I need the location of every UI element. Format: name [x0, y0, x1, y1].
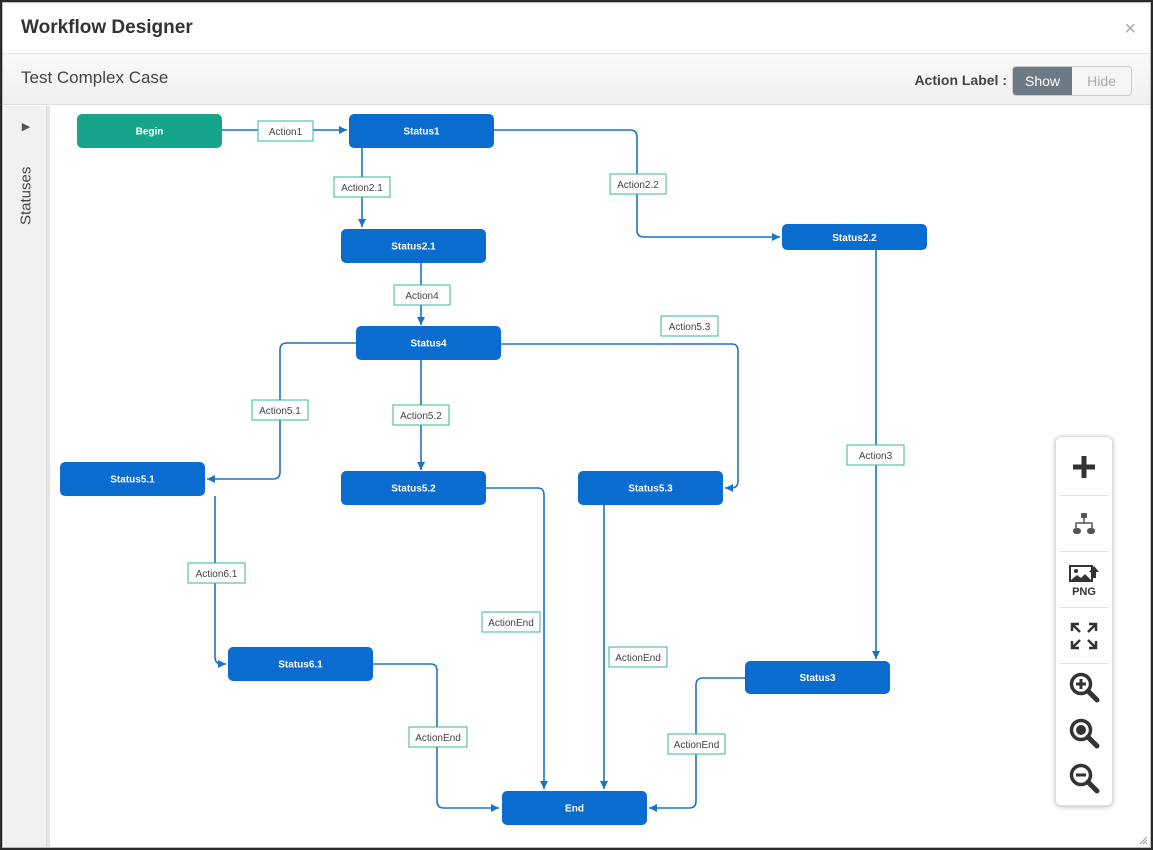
actionend-status3-text: ActionEnd: [674, 740, 720, 751]
node-status6-1[interactable]: Status6.1: [228, 647, 373, 681]
add-status-button[interactable]: [1056, 439, 1112, 495]
auto-layout-button[interactable]: [1056, 496, 1112, 552]
action-label-action2-2[interactable]: Action2.2: [609, 173, 667, 195]
action-label-actionend-status6-1[interactable]: ActionEnd: [408, 726, 468, 748]
action1-text: Action1: [269, 127, 303, 138]
zoom-reset-button[interactable]: [1056, 710, 1112, 756]
add-icon: [1073, 456, 1095, 478]
action-label-action5-3[interactable]: Action5.3: [660, 315, 719, 337]
node-status5-1-label: Status5.1: [110, 475, 155, 486]
action5-1-text: Action5.1: [259, 406, 301, 417]
workflow-canvas[interactable]: Begin Status1 Status2.1 Status2.2 Status…: [3, 3, 1151, 848]
action6-1-text: Action6.1: [196, 569, 238, 580]
action-label-caption: Action Label :: [914, 72, 1007, 88]
node-status4-label: Status4: [410, 339, 447, 350]
canvas-toolbar: PNG: [1055, 436, 1113, 806]
node-status2-2[interactable]: Status2.2: [782, 224, 927, 250]
toolbar-divider: [1060, 495, 1108, 496]
action2-2-text: Action2.2: [617, 180, 659, 191]
zoom-in-icon: [1069, 672, 1100, 703]
fit-to-screen-icon: [1070, 622, 1098, 650]
action-label-toggle: Show Hide: [1012, 66, 1132, 96]
node-status5-2[interactable]: Status5.2: [341, 471, 486, 505]
action-label-action6-1[interactable]: Action6.1: [187, 562, 246, 584]
dialog-title: Workflow Designer: [21, 17, 193, 38]
action5-3-text: Action5.3: [669, 322, 711, 333]
workflow-nodes: Begin Status1 Status2.1 Status2.2 Status…: [60, 114, 927, 825]
node-status5-3[interactable]: Status5.3: [578, 471, 723, 505]
workflow-toolbar: Test Complex Case Action Label : Show Hi…: [3, 54, 1150, 105]
node-status1-label: Status1: [403, 127, 440, 138]
node-status5-1[interactable]: Status5.1: [60, 462, 205, 496]
edge-status5-1-status6-1[interactable]: [214, 496, 226, 668]
node-status5-2-label: Status5.2: [391, 484, 436, 495]
toolbar-divider: [1060, 663, 1108, 664]
zoom-out-icon: [1069, 763, 1100, 794]
fit-to-screen-button[interactable]: [1056, 608, 1112, 664]
action-label-action4[interactable]: Action4: [393, 284, 451, 306]
node-end[interactable]: End: [502, 791, 647, 825]
statuses-sidebar: ▶ Statuses: [4, 106, 47, 847]
action-label-actionend-status3[interactable]: ActionEnd: [667, 733, 726, 755]
actionend-status5-2-text: ActionEnd: [488, 618, 534, 629]
node-status3[interactable]: Status3: [745, 661, 890, 694]
auto-layout-icon: [1073, 513, 1095, 534]
edge-status5-2-end[interactable]: [485, 487, 548, 789]
node-end-label: End: [565, 804, 584, 815]
action-label-actionend-status5-3[interactable]: ActionEnd: [608, 646, 668, 668]
node-status2-2-label: Status2.2: [832, 233, 877, 244]
node-status2-1[interactable]: Status2.1: [341, 229, 486, 263]
workflow-name: Test Complex Case: [21, 68, 169, 87]
node-status2-1-label: Status2.1: [391, 242, 436, 253]
toolbar-divider: [1060, 607, 1108, 608]
zoom-in-button[interactable]: [1056, 664, 1112, 710]
action-label-action2-1[interactable]: Action2.1: [333, 176, 391, 198]
node-status6-1-label: Status6.1: [278, 660, 323, 671]
edge-status4-status5-3[interactable]: [501, 343, 739, 492]
zoom-out-button[interactable]: [1056, 755, 1112, 801]
action2-1-text: Action2.1: [341, 183, 383, 194]
node-begin-label: Begin: [136, 127, 164, 138]
action-label-action5-2[interactable]: Action5.2: [392, 404, 450, 426]
actionend-status6-1-text: ActionEnd: [415, 733, 461, 744]
show-labels-button[interactable]: Show: [1013, 67, 1072, 95]
node-status4[interactable]: Status4: [356, 326, 501, 360]
action-label-action1[interactable]: Action1: [257, 120, 314, 142]
dialog-header: Workflow Designer ×: [3, 3, 1150, 54]
hide-labels-button[interactable]: Hide: [1072, 67, 1131, 95]
actionend-status5-3-text: ActionEnd: [615, 653, 661, 664]
action-labels: Action1 Action2.1 Action2.2 Action4 Acti…: [187, 120, 905, 755]
action-label-actionend-status5-2[interactable]: ActionEnd: [481, 611, 541, 633]
node-status3-label: Status3: [799, 673, 836, 684]
export-png-button[interactable]: PNG: [1056, 552, 1112, 608]
close-button[interactable]: ×: [1124, 18, 1136, 40]
zoom-reset-icon: [1069, 718, 1100, 749]
action-label-action3[interactable]: Action3: [846, 444, 905, 466]
node-status1[interactable]: Status1: [349, 114, 494, 148]
png-label: PNG: [1072, 586, 1096, 597]
action3-text: Action3: [859, 451, 893, 462]
resize-grip-icon[interactable]: [1138, 835, 1148, 845]
action5-2-text: Action5.2: [400, 411, 442, 422]
statuses-panel-label[interactable]: Statuses: [17, 166, 35, 226]
node-status5-3-label: Status5.3: [628, 484, 673, 495]
action-label-action5-1[interactable]: Action5.1: [251, 399, 309, 421]
sidebar-divider: [47, 106, 50, 847]
action4-text: Action4: [405, 291, 439, 302]
node-begin[interactable]: Begin: [77, 114, 222, 148]
expand-sidebar-icon[interactable]: ▶: [21, 121, 31, 133]
toolbar-divider: [1060, 551, 1108, 552]
export-png-icon: PNG: [1069, 565, 1099, 597]
